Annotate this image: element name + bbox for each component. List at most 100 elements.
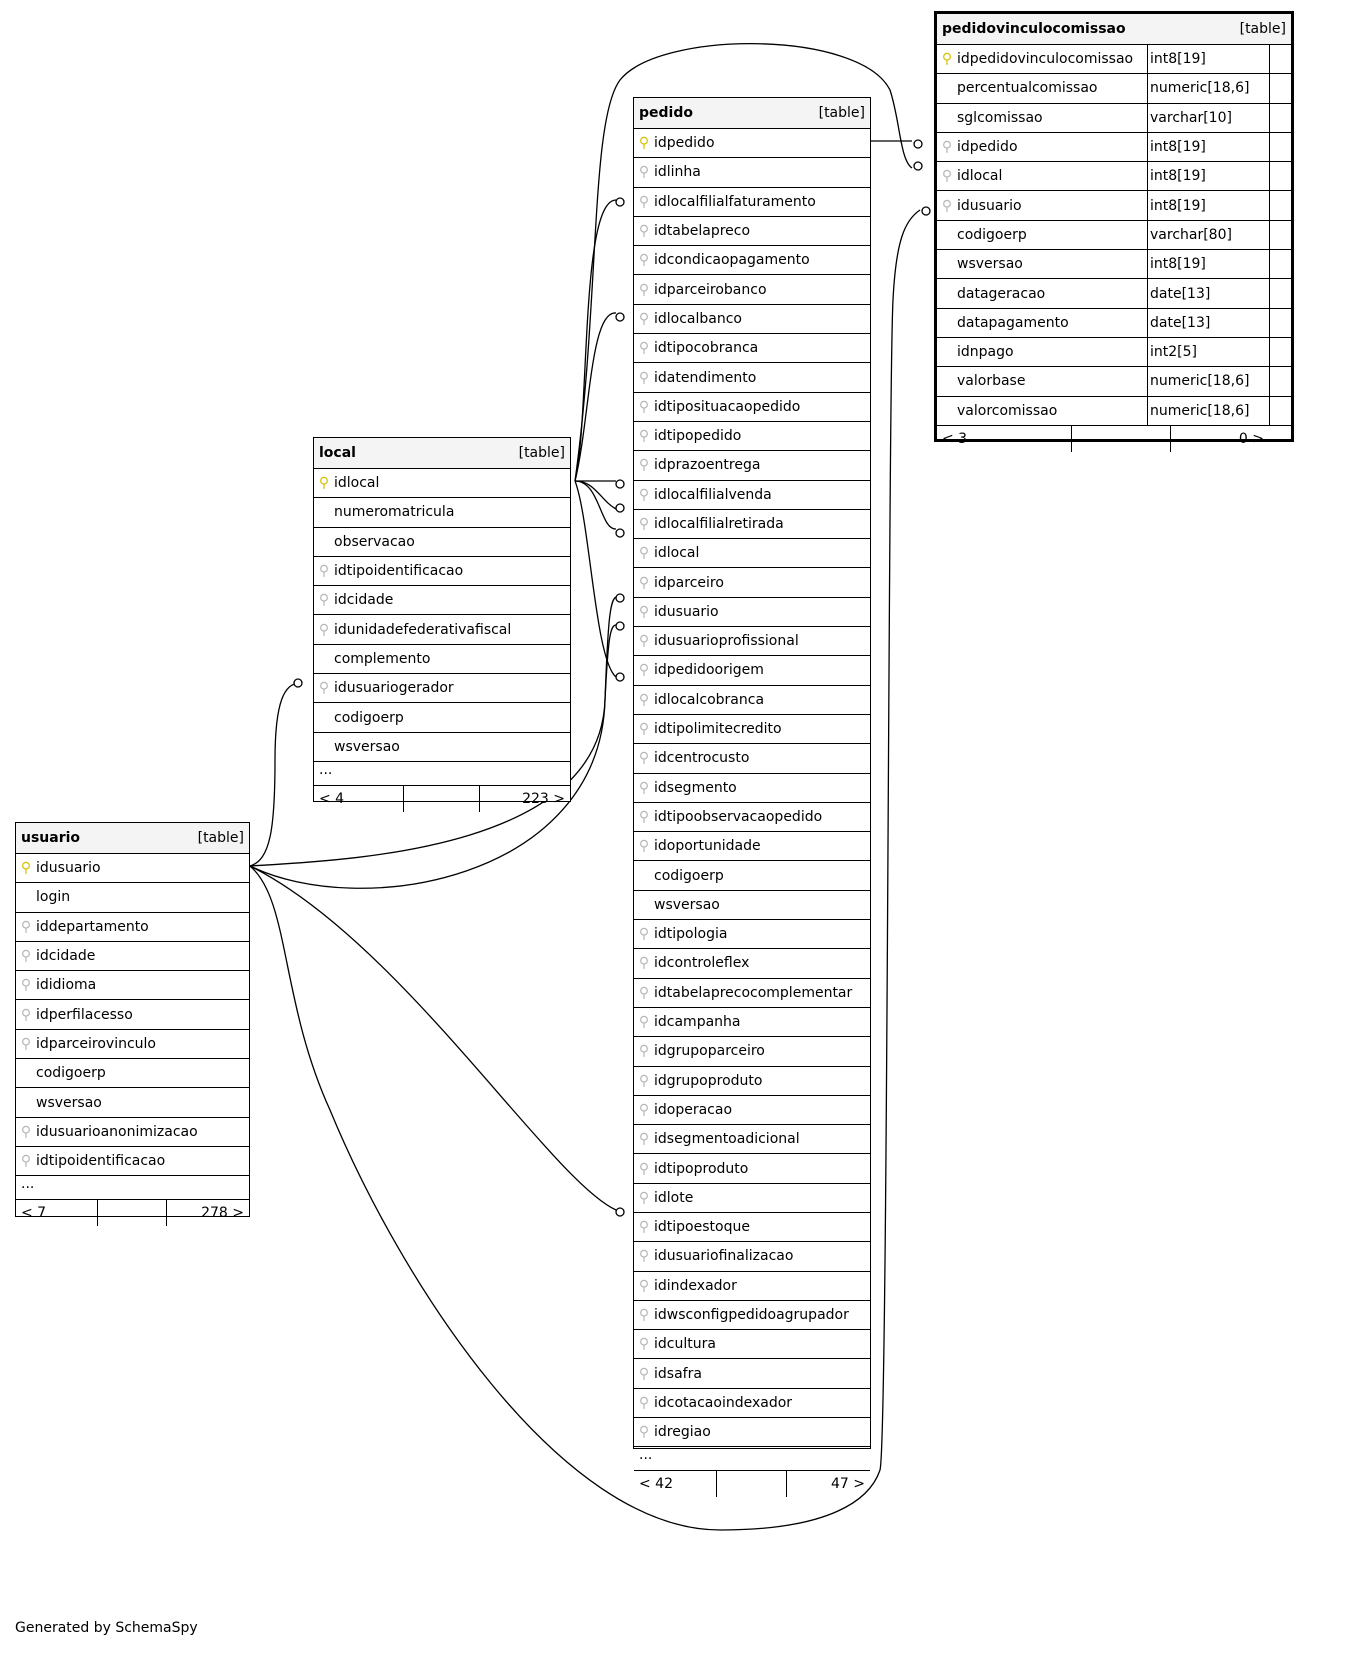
column-row[interactable]: ⚲idcondicaopagamento — [634, 246, 870, 276]
footer-children[interactable]: 223 > — [522, 790, 565, 807]
column-row[interactable]: wsversao — [16, 1088, 249, 1118]
column-row[interactable]: observacao — [314, 528, 570, 557]
column-row[interactable]: ⚲idcontroleflex — [634, 949, 870, 979]
column-row[interactable]: ⚲idatendimento — [634, 363, 870, 393]
column-row[interactable]: ⚲idlocalfilialvenda — [634, 481, 870, 510]
column-row[interactable]: ⚲idtabelaprecocomplementar — [634, 979, 870, 1008]
column-row[interactable]: ⚲idlocalfilialfaturamento — [634, 188, 870, 217]
column-row[interactable]: ⚲idusuariogerador — [314, 674, 570, 704]
more-columns[interactable]: ... — [634, 1447, 870, 1472]
column-row[interactable]: ⚲idcampanha — [634, 1008, 870, 1038]
column-row[interactable]: ⚲idlote — [634, 1184, 870, 1213]
column-row[interactable]: ⚲ididioma — [16, 971, 249, 1001]
column-row[interactable]: ⚲idlocalbanco — [634, 305, 870, 335]
column-row[interactable]: ⚲idpedidoorigem — [634, 656, 870, 686]
column-row[interactable]: ⚲idcidade — [16, 942, 249, 972]
table-pedidovinculocomissao[interactable]: pedidovinculocomissao [table] ⚲idpedidov… — [934, 11, 1294, 452]
column-row[interactable]: ⚲idlocalfilialretirada — [634, 510, 870, 540]
footer-parents[interactable]: < 4 — [314, 785, 404, 812]
footer-children[interactable]: 278 > — [201, 1205, 244, 1222]
column-row[interactable]: ⚲idusuarioanonimizacao — [16, 1118, 249, 1147]
column-row[interactable]: ⚲idtipoidentificacao — [314, 557, 570, 587]
column-row[interactable]: codigoerp — [314, 703, 570, 733]
column-row[interactable]: ⚲idtipoestoque — [634, 1213, 870, 1243]
column-row[interactable]: ⚲idprazoentrega — [634, 451, 870, 481]
column-row[interactable]: ⚲idpedido — [634, 129, 870, 159]
column-row[interactable]: ⚲idlocalcobranca — [634, 686, 870, 715]
table-pedido[interactable]: pedido [table] ⚲idpedido⚲idlinha⚲idlocal… — [633, 97, 871, 1498]
column-row[interactable]: ⚲idtiposituacaopedido — [634, 393, 870, 422]
column-name: idpedido — [957, 139, 1018, 156]
footer-children[interactable]: 0 > — [1238, 430, 1264, 447]
column-row[interactable]: ⚲idcentrocusto — [634, 744, 870, 774]
footer-parents[interactable]: < 3 — [937, 425, 1072, 452]
foreign-key-icon: ⚲ — [638, 369, 650, 386]
column-row[interactable]: ⚲idindexador — [634, 1272, 870, 1301]
column-row[interactable]: ⚲idusuariofinalizacao — [634, 1242, 870, 1272]
column-row[interactable]: ⚲idlocal — [634, 539, 870, 569]
column-row[interactable]: ⚲idparceirobanco — [634, 275, 870, 305]
column-row[interactable]: codigoerp — [16, 1059, 249, 1089]
column-row[interactable]: wsversao — [314, 733, 570, 762]
column-row[interactable]: ⚲idparceiro — [634, 568, 870, 598]
column-row[interactable]: ⚲idtipocobranca — [634, 334, 870, 364]
column-row[interactable]: ⚲idusuarioprofissional — [634, 627, 870, 657]
column-row[interactable]: ⚲idtabelapreco — [634, 217, 870, 247]
column-row[interactable]: ⚲idusuario — [16, 854, 249, 884]
column-row[interactable]: ⚲idsegmentoadicional — [634, 1125, 870, 1155]
foreign-key-icon: ⚲ — [20, 977, 32, 994]
column-row[interactable]: ⚲idlocal — [314, 469, 570, 499]
footer-parents[interactable]: < 42 — [634, 1471, 717, 1498]
column-row[interactable]: numeromatricula — [314, 498, 570, 528]
column-row[interactable]: ⚲idgrupoparceiro — [634, 1037, 870, 1067]
column-row[interactable]: ⚲idtipoidentificacao — [16, 1147, 249, 1177]
column-row[interactable]: ⚲idcidade — [314, 586, 570, 616]
column-row[interactable]: ⚲idperfilacesso — [16, 1000, 249, 1030]
column-row[interactable]: ⚲idparceirovinculo — [16, 1030, 249, 1060]
column-row[interactable]: login — [16, 883, 249, 913]
column-row[interactable]: complemento — [314, 645, 570, 675]
footer-children[interactable]: 47 > — [831, 1476, 865, 1493]
column-row[interactable]: ⚲idunidadefederativafiscal — [314, 615, 570, 645]
column-row[interactable]: ⚲idtipopedido — [634, 422, 870, 452]
column-row[interactable]: ⚲idlinha — [634, 158, 870, 188]
column-row[interactable]: ⚲idcotacaoindexador — [634, 1389, 870, 1419]
column-row[interactable]: ⚲idtipoobservacaopedido — [634, 803, 870, 833]
primary-key-icon: ⚲ — [638, 135, 650, 152]
column-row[interactable]: wsversao — [634, 891, 870, 921]
column-row[interactable]: ⚲idsafra — [634, 1359, 870, 1389]
more-columns[interactable]: ... — [16, 1176, 249, 1201]
column-type: varchar[10] — [1147, 103, 1269, 132]
column-row[interactable]: ⚲idsegmento — [634, 774, 870, 803]
column-row[interactable]: ⚲idtipoproduto — [634, 1154, 870, 1184]
column-row[interactable]: ⚲iddepartamento — [16, 913, 249, 942]
column-row[interactable]: ⚲idcultura — [634, 1330, 870, 1360]
column-row[interactable]: ⚲idoportunidade — [634, 832, 870, 862]
column-row[interactable]: ⚲idregiao — [634, 1418, 870, 1448]
column-row[interactable]: ⚲idusuario — [634, 598, 870, 628]
more-columns[interactable]: ... — [314, 762, 570, 786]
column-name: idcondicaopagamento — [654, 252, 810, 269]
column-row[interactable]: ⚲idtipolimitecredito — [634, 715, 870, 745]
column-row[interactable]: ⚲idoperacao — [634, 1096, 870, 1126]
footer-parents[interactable]: < 7 — [16, 1200, 98, 1227]
column-row[interactable]: ⚲idtipologia — [634, 920, 870, 950]
column-row[interactable]: ⚲idgrupoproduto — [634, 1067, 870, 1096]
column-row[interactable]: codigoerp — [634, 861, 870, 891]
column-row[interactable]: ⚲idwsconfigpedidoagrupador — [634, 1301, 870, 1331]
